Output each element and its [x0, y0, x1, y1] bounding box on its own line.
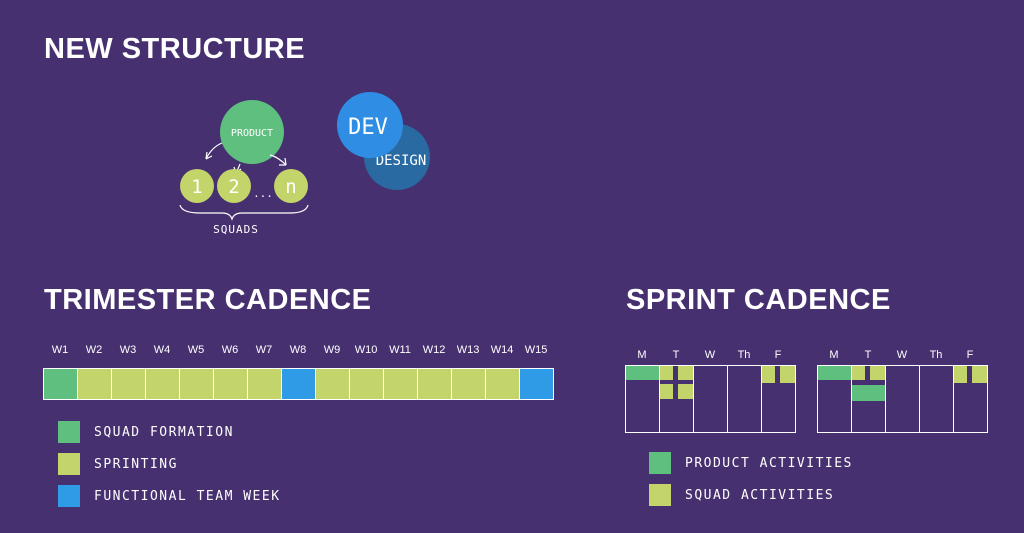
week-label-w15: W15 [524, 344, 548, 356]
sprint-day-column [885, 365, 920, 433]
sprint-day-label-f: F [774, 349, 782, 361]
new-structure-heading: NEW STRUCTURE [44, 33, 306, 65]
legend-swatch [58, 485, 80, 507]
week-label-w11: W11 [389, 344, 411, 356]
legend-swatch [649, 452, 671, 474]
squad-activity-block [972, 365, 987, 383]
sprint-day-label-t: T [672, 349, 680, 361]
squad-activity-block [678, 365, 693, 380]
legend-label: SPRINTING [94, 456, 178, 472]
legend-swatch [58, 421, 80, 443]
arrow-left [205, 142, 223, 160]
squad-label-1: 1 [191, 176, 202, 198]
squad-activity-block [659, 384, 673, 399]
legend-swatch [58, 453, 80, 475]
week-cell-w11 [383, 368, 418, 400]
week-label-w2: W2 [85, 344, 103, 356]
squads-label: SQUADS [213, 223, 259, 236]
squad-circle-n [274, 169, 308, 203]
sprint-day-column [761, 365, 796, 433]
sprint-day-label-m: M [829, 349, 839, 361]
product-activity-block [817, 365, 851, 380]
week-label-w13: W13 [456, 344, 480, 356]
dev-label: DEV [348, 115, 388, 140]
squad-activity-block [659, 365, 673, 380]
week-cell-w5 [179, 368, 214, 400]
squad-ellipsis: ... [253, 187, 273, 200]
week-label-w3: W3 [119, 344, 137, 356]
week-label-w12: W12 [422, 344, 446, 356]
sprint-day-column [851, 365, 886, 433]
week-cell-w8 [281, 368, 316, 400]
week-label-w6: W6 [221, 344, 239, 356]
product-activity-block [625, 365, 659, 380]
week-cell-w6 [213, 368, 248, 400]
legend-item-squad-formation: SQUAD FORMATION [58, 421, 234, 443]
week-cell-w9 [315, 368, 350, 400]
legend-label: PRODUCT ACTIVITIES [685, 455, 853, 471]
squad-activity-block [761, 365, 775, 383]
legend-swatch [649, 484, 671, 506]
sprint-day-column [625, 365, 660, 433]
squad-activity-block [953, 365, 967, 383]
structure-diagram: PRODUCT 1 2 ... n SQUADS DESIGN DEV [179, 92, 430, 236]
week-cell-w2 [77, 368, 112, 400]
squad-circle-1 [180, 169, 214, 203]
sprint-day-label-f: F [966, 349, 974, 361]
sprint-day-label-t: T [864, 349, 872, 361]
sprint-day-label-m: M [637, 349, 647, 361]
product-activity-block [851, 385, 885, 401]
sprint-day-label-th: Th [929, 349, 943, 361]
legend-item-functional-team-week: FUNCTIONAL TEAM WEEK [58, 485, 281, 507]
week-cell-w4 [145, 368, 180, 400]
week-cell-w3 [111, 368, 146, 400]
sprint-day-column [817, 365, 852, 433]
week-label-w10: W10 [354, 344, 378, 356]
week-cell-w15 [519, 368, 554, 400]
week-label-w9: W9 [323, 344, 341, 356]
squad-activity-block [870, 365, 885, 380]
legend-label: SQUAD ACTIVITIES [685, 487, 835, 503]
product-label: PRODUCT [231, 128, 273, 139]
week-cell-w12 [417, 368, 452, 400]
legend-label: SQUAD FORMATION [94, 424, 234, 440]
week-cell-w1 [43, 368, 78, 400]
squad-label-n: n [285, 176, 296, 198]
trimester-cadence-heading: TRIMESTER CADENCE [44, 284, 372, 316]
legend-item-product-activities: PRODUCT ACTIVITIES [649, 452, 853, 474]
sprint-day-column [693, 365, 728, 433]
week-cell-w10 [349, 368, 384, 400]
sprint-day-column [659, 365, 694, 433]
legend-item-sprinting: SPRINTING [58, 453, 178, 475]
squad-circle-2 [217, 169, 251, 203]
week-cell-w7 [247, 368, 282, 400]
sprint-day-label-w: W [896, 349, 908, 361]
product-circle [220, 100, 284, 164]
squads-brace [179, 204, 309, 221]
sprint-day-column [953, 365, 988, 433]
week-label-w4: W4 [153, 344, 171, 356]
week-label-w7: W7 [255, 344, 273, 356]
week-label-w1: W1 [51, 344, 69, 356]
week-cell-w13 [451, 368, 486, 400]
week-cell-w14 [485, 368, 520, 400]
design-label: DESIGN [376, 153, 427, 169]
squad-activity-block [678, 384, 693, 399]
legend-label: FUNCTIONAL TEAM WEEK [94, 488, 281, 504]
arrow-right [269, 154, 287, 166]
week-label-w8: W8 [289, 344, 307, 356]
legend-item-squad-activities: SQUAD ACTIVITIES [649, 484, 834, 506]
dev-circle [337, 92, 403, 158]
sprint-day-column [919, 365, 954, 433]
squad-label-2: 2 [228, 176, 239, 198]
week-label-w5: W5 [187, 344, 205, 356]
sprint-cadence-heading: SPRINT CADENCE [626, 284, 891, 316]
squad-activity-block [851, 365, 865, 380]
squad-activity-block [780, 365, 795, 383]
sprint-day-label-w: W [704, 349, 716, 361]
sprint-day-label-th: Th [737, 349, 751, 361]
week-label-w14: W14 [490, 344, 514, 356]
sprint-day-column [727, 365, 762, 433]
